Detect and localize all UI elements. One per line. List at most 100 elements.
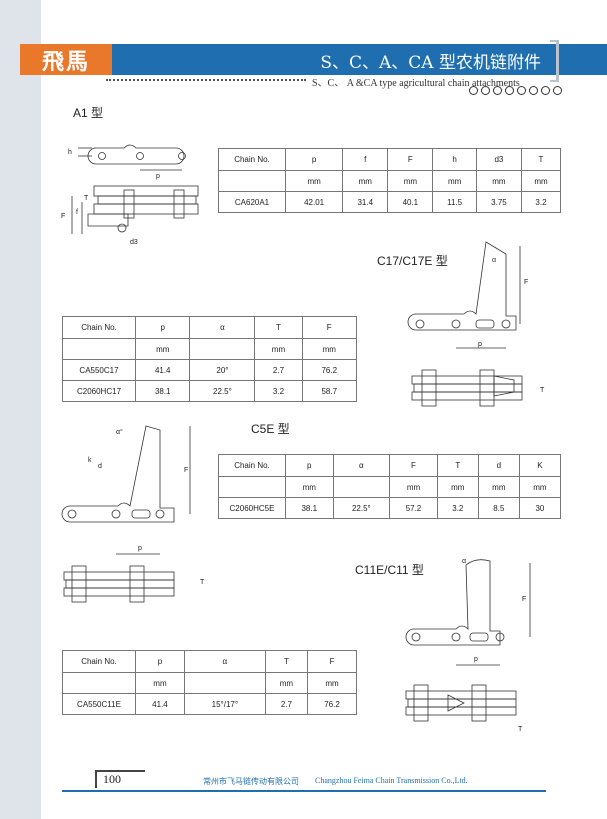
table-cell <box>183 672 266 694</box>
footer-rule <box>62 790 546 792</box>
table-cell: α <box>332 454 391 477</box>
header-bar <box>41 44 607 75</box>
table-cell: mm <box>285 476 334 498</box>
table-header-row: Chain No. p α F T d K <box>218 454 562 477</box>
table-header-row: Chain No. p α T F <box>62 650 357 673</box>
table-cell: mm <box>301 338 357 360</box>
page-title: S、C、A、CA 型农机链附件 <box>320 53 541 73</box>
dim-label-F: F <box>522 596 526 603</box>
table-cell: mm <box>254 338 303 360</box>
table-cell: mm <box>135 672 185 694</box>
table-cell: mm <box>134 338 191 360</box>
table-cell: 22.5° <box>189 380 256 402</box>
table-cell <box>218 476 286 498</box>
table-cell <box>332 476 391 498</box>
section-title-c17: C17/C17E 型 <box>377 254 448 268</box>
table-cell: 3.2 <box>254 380 303 402</box>
table-cell: 31.4 <box>342 191 389 213</box>
table-cell: d3 <box>475 148 522 171</box>
table-cell: mm <box>520 170 562 192</box>
table-cell: mm <box>477 476 520 498</box>
c11-attachment-diagram: F α p T <box>405 558 531 733</box>
table-cell: h <box>432 148 477 171</box>
table-cell: 2.7 <box>264 693 309 715</box>
title-bracket-decoration <box>550 40 559 82</box>
table-cell: Chain No. <box>62 650 136 673</box>
table-cell: 38.1 <box>285 497 334 519</box>
dim-label-p: p <box>474 656 478 663</box>
table-cell: CA550C11E <box>62 693 136 715</box>
table-cell: mm <box>475 170 522 192</box>
table-row: CA620A1 42.01 31.4 40.1 11.5 3.75 3.2 <box>218 191 562 213</box>
logo-text: 飛馬 <box>41 48 90 75</box>
table-units-row: mm mm mm <box>62 338 357 360</box>
table-cell: 57.2 <box>389 497 438 519</box>
decorative-circles <box>469 86 562 95</box>
table-cell: mm <box>389 476 438 498</box>
dim-label-f: f <box>76 209 78 216</box>
table-units-row: mm mm mm mm mm mm <box>218 170 562 192</box>
table-cell: 22.5° <box>332 497 391 519</box>
dim-label-T: T <box>540 387 545 394</box>
table-cell: C2060HC17 <box>62 380 136 402</box>
spec-table-c11: Chain No. p α T F mm mm mm CA550C11E 41.… <box>62 650 357 715</box>
table-cell: CA550C17 <box>62 359 136 381</box>
table-cell: 8.5 <box>477 497 520 519</box>
table-units-row: mm mm mm <box>62 672 357 694</box>
section-title-c11: C11E/C11 型 <box>355 563 424 577</box>
dim-label-T: T <box>84 195 89 202</box>
table-row: C2060HC5E 38.1 22.5° 57.2 3.2 8.5 30 <box>218 497 562 519</box>
table-cell: 15°/17° <box>183 693 266 715</box>
table-cell <box>218 170 286 192</box>
table-row: CA550C17 41.4 20° 2.7 76.2 <box>62 359 357 381</box>
left-margin-bar <box>0 0 41 819</box>
table-cell: T <box>436 454 479 477</box>
c17-attachment-diagram: F α p T <box>407 241 545 407</box>
table-cell: 3.2 <box>520 191 562 213</box>
table-cell: 3.2 <box>436 497 479 519</box>
table-cell: F <box>307 650 357 673</box>
table-cell: f <box>342 148 389 171</box>
spec-table-a1: Chain No. p f F h d3 T mm mm mm mm mm mm… <box>218 148 562 213</box>
table-cell: α <box>183 650 266 673</box>
table-cell: mm <box>307 672 357 694</box>
table-cell: p <box>135 650 185 673</box>
dim-label-F: F <box>61 213 65 220</box>
dim-label-T: T <box>518 726 523 733</box>
table-cell: mm <box>387 170 434 192</box>
table-cell: Chain No. <box>62 316 136 339</box>
table-cell: d <box>477 454 520 477</box>
dim-label-k: k <box>88 457 92 464</box>
table-cell: C2060HC5E <box>218 497 286 519</box>
table-cell: p <box>284 148 344 171</box>
table-cell: CA620A1 <box>218 191 286 213</box>
section-title-a1: A1 型 <box>73 106 104 120</box>
table-cell: 38.1 <box>134 380 191 402</box>
table-cell: 42.01 <box>284 191 344 213</box>
table-cell: mm <box>432 170 477 192</box>
table-row: C2060HC17 38.1 22.5° 3.2 58.7 <box>62 380 357 402</box>
spec-table-c17: Chain No. p α T F mm mm mm CA550C17 41.4… <box>62 316 357 402</box>
table-cell <box>189 338 256 360</box>
dim-label-F: F <box>184 467 188 474</box>
dim-label-p: p <box>478 341 482 348</box>
table-header-row: Chain No. p f F h d3 T <box>218 148 562 171</box>
table-cell: mm <box>342 170 389 192</box>
spec-table-c5e: Chain No. p α F T d K mm mm mm mm mm C20… <box>218 454 562 519</box>
table-cell: p <box>134 316 191 339</box>
table-cell: 41.4 <box>134 359 191 381</box>
table-cell: 76.2 <box>307 693 357 715</box>
table-cell: mm <box>518 476 562 498</box>
table-cell: 30 <box>518 497 562 519</box>
table-cell: Chain No. <box>218 454 286 477</box>
a1-attachment-diagram: h p F f T d3 <box>61 144 199 246</box>
table-cell: 11.5 <box>432 191 477 213</box>
table-cell: 2.7 <box>254 359 303 381</box>
dim-label-alpha-deg: α° <box>116 428 123 436</box>
table-row: CA550C11E 41.4 15°/17° 2.7 76.2 <box>62 693 357 715</box>
table-cell: F <box>301 316 357 339</box>
company-name-en: Changzhou Feima Chain Transmission Co.,L… <box>315 776 468 785</box>
table-cell: F <box>387 148 434 171</box>
table-cell: mm <box>436 476 479 498</box>
table-cell: 3.75 <box>475 191 522 213</box>
